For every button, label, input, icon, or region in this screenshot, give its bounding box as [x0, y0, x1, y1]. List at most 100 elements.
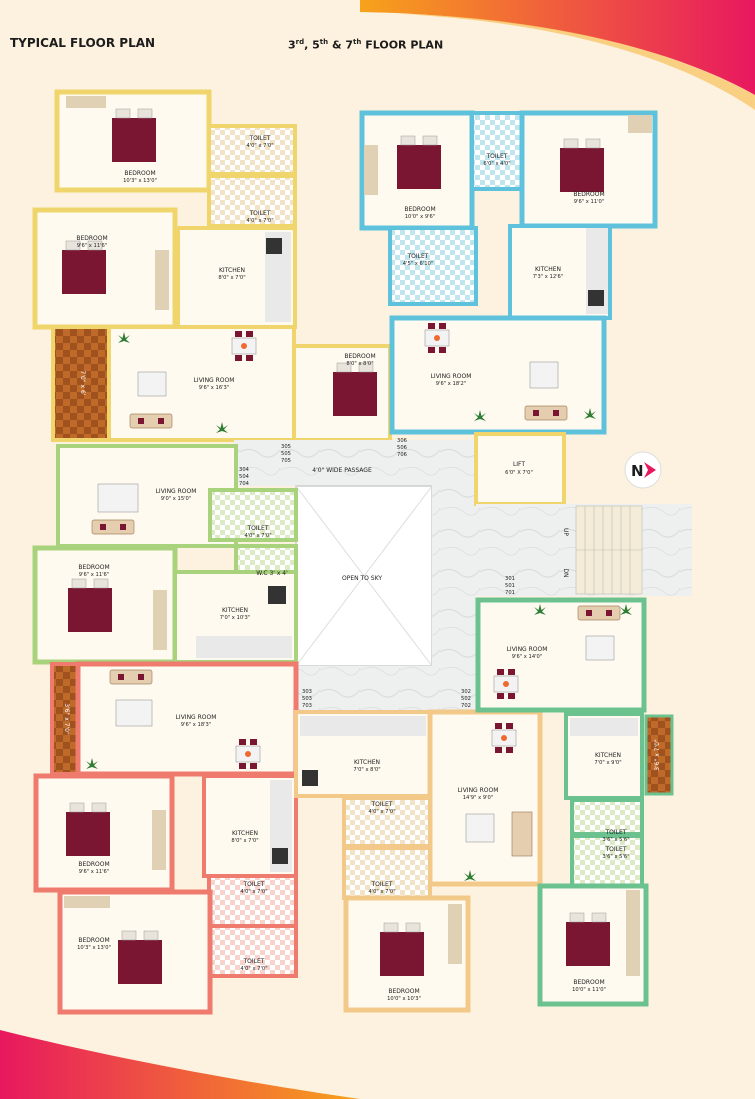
label-dim-18: 7'0" x 10'3" [220, 615, 251, 621]
label-dim-24: 10'3" x 13'0" [77, 945, 111, 951]
common-area [234, 432, 692, 710]
room-living-2 [389, 315, 607, 435]
kitchen-counter-3 [196, 636, 292, 658]
bottom-swoosh [0, 1030, 360, 1099]
label-dim-25: 7'0" x 8'0" [353, 767, 380, 773]
flat-302-l2: 502 [461, 696, 471, 702]
kitchen-appliance-4 [272, 848, 288, 864]
unit-303 [33, 661, 299, 1015]
flat-306-l1: 306 [397, 438, 407, 444]
label-name-9: TOILET [486, 153, 508, 160]
flat-301-l3: 701 [505, 590, 515, 596]
kitchen-appliance-5 [302, 770, 318, 786]
balcony-label-3: 3'6" x 7'0" [654, 739, 661, 771]
label-name-13: LIVING ROOM [431, 373, 472, 380]
wardrobe-8 [64, 896, 110, 908]
label-dim-17: 9'6" x 11'6" [79, 572, 110, 578]
sofa-2 [524, 405, 568, 421]
flat-303-l2: 503 [302, 696, 312, 702]
label-dim-20: 9'6" x 11'6" [79, 869, 110, 875]
flat-306-l2: 506 [397, 445, 407, 451]
flat-304-l1: 304 [239, 467, 250, 473]
balcony-label-1: 7'0" x 6' [79, 371, 86, 396]
open-to-sky-label: OPEN TO SKY [342, 575, 382, 582]
label-name-28: TOILET [371, 881, 393, 888]
label-dim-2: 4'0" x 7'0" [246, 143, 273, 149]
label-dim-29: 10'0" x 10'3" [387, 996, 421, 1002]
corridor-east [432, 440, 476, 710]
flat-302-l1: 302 [461, 689, 471, 695]
wardrobe-2 [155, 250, 169, 310]
label-name-25: KITCHEN [354, 759, 380, 766]
balcony-wood-1 [51, 325, 111, 442]
label-dim-13: 9'6" x 18'2" [436, 381, 467, 387]
label-name-3: TOILET [249, 210, 271, 217]
label-name-20: BEDROOM [78, 861, 109, 868]
label-name-10: BEDROOM [573, 191, 604, 198]
label-dim-14: 9'0" x 15'0" [161, 496, 192, 502]
top-swoosh [360, 0, 755, 95]
label-dim-3: 4'0" x 7'0" [246, 218, 273, 224]
label-dim-32: 3'6" x 5'6" [602, 837, 629, 843]
wardrobe-6 [153, 590, 167, 650]
label-name-6: LIVING ROOM [194, 377, 235, 384]
label-dim-22: 4'0" x 7'0" [240, 889, 267, 895]
label-name-23: TOILET [243, 958, 265, 965]
north-compass [624, 451, 662, 489]
balcony-labels: 7'0" x 6' 3'6" x 7'0" 3'6" x 7'0" [63, 371, 661, 771]
room-labels: BEDROOM 10'3" x 13'0" TOILET 4'0" x 7'0"… [76, 135, 629, 1002]
room-toilet-4 [388, 226, 478, 306]
label-name-32: TOILET [605, 829, 627, 836]
coffee-table-3 [97, 483, 139, 513]
passage-label: 4'0" WIDE PASSAGE [312, 467, 372, 474]
kitchen-appliance-2 [588, 290, 604, 306]
room-living-6 [475, 597, 647, 713]
room-toilet-8 [342, 796, 432, 848]
label-name-4: BEDROOM [76, 235, 107, 242]
label-dim-23: 4'0" x 7'0" [240, 966, 267, 972]
label-name-34: BEDROOM [573, 979, 604, 986]
lift-label: LIFT [513, 461, 525, 468]
coffee-table-5 [465, 813, 495, 843]
label-dim-33: 3'6" x 5'6" [602, 854, 629, 860]
room-toilet-5 [208, 488, 298, 542]
label-dim-7: 8'0" x 8'0" [346, 361, 373, 367]
room-toilet-3 [470, 111, 524, 191]
coffee-table-1 [137, 371, 167, 397]
label-dim-11: 4'5" x 6'10" [403, 261, 434, 267]
wardrobe-5 [628, 115, 652, 133]
stair-up-label: UP [562, 528, 569, 536]
label-dim-19: 9'6" x 18'3" [181, 722, 212, 728]
wardrobe-7 [152, 810, 166, 870]
common-labels: 4'0" WIDE PASSAGE OPEN TO SKY LIFT 6'0" … [312, 461, 643, 582]
label-name-11: TOILET [407, 253, 429, 260]
label-name-2: TOILET [249, 135, 271, 142]
label-dim-10: 9'6" x 11'0" [574, 199, 605, 205]
flat-304-l3: 704 [239, 481, 250, 487]
subtitle-sep-2: & 7 [328, 38, 354, 52]
subtitle-sup-th-1: th [319, 38, 329, 46]
label-name-1: BEDROOM [124, 170, 155, 177]
label-dim-26: 14'9" x 9'0" [463, 795, 494, 801]
flat-303-l3: 703 [302, 703, 312, 709]
label-name-14: LIVING ROOM [156, 488, 197, 495]
kitchen-appliance-3 [268, 586, 286, 604]
unit-301 [475, 597, 674, 1007]
subtitle-sup-th-2: th [353, 38, 362, 46]
kitchen-counter-6 [570, 718, 638, 736]
sofa-6 [577, 605, 621, 621]
wardrobe-9 [448, 904, 462, 964]
label-name-26: LIVING ROOM [458, 787, 499, 794]
label-name-16: W.C 3' x 4' [256, 570, 288, 577]
north-arrow-icon [644, 462, 656, 478]
label-name-33: TOILET [605, 846, 627, 853]
label-name-27: TOILET [371, 801, 393, 808]
room-living-3 [56, 444, 238, 548]
room-toilet-11 [570, 834, 644, 888]
label-dim-1: 10'3" x 13'0" [123, 178, 157, 184]
label-dim-15: 4'0" x 7'0" [244, 533, 271, 539]
balcony-wood-3 [644, 714, 674, 796]
label-name-12: KITCHEN [535, 266, 561, 273]
wardrobe-1 [66, 96, 106, 108]
